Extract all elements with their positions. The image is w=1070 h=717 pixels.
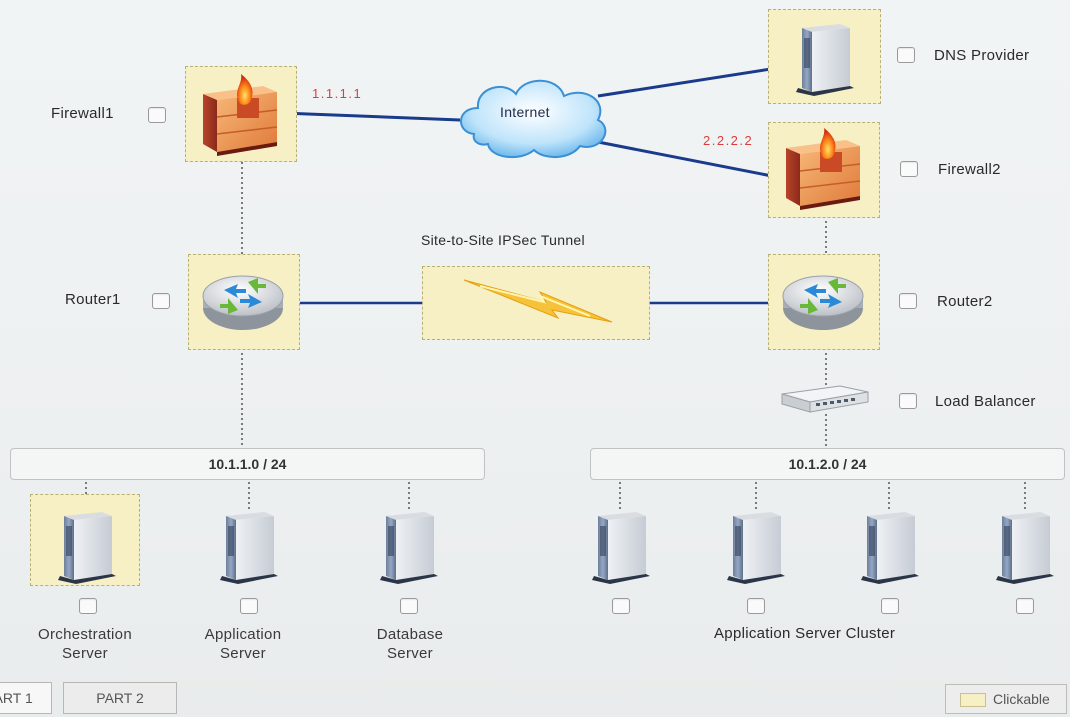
database-line1: Database (376, 626, 444, 643)
tunnel-label: Site-to-Site IPSec Tunnel (421, 232, 585, 248)
wire-firewall1-internet (281, 111, 461, 122)
firewall-icon (786, 128, 861, 210)
clickable-legend: Clickable (945, 684, 1067, 714)
orchestration-server-checkbox[interactable] (79, 598, 97, 614)
subnet-right-bar: 10.1.2.0 / 24 (590, 448, 1065, 480)
server-icon (592, 512, 650, 584)
application-line1: Application (204, 626, 282, 643)
cloud-icon (460, 79, 607, 159)
firewall2-checkbox[interactable] (900, 161, 918, 177)
load-balancer-checkbox[interactable] (899, 393, 917, 409)
router1-label: Router1 (65, 291, 121, 308)
dns-provider-checkbox[interactable] (897, 47, 915, 63)
server-icon (220, 512, 278, 584)
subnet-left-bar: 10.1.1.0 / 24 (10, 448, 485, 480)
application-line2: Server (220, 645, 266, 662)
clickable-swatch (960, 693, 986, 707)
orchestration-line2: Server (62, 645, 108, 662)
cluster-server4-checkbox[interactable] (1016, 598, 1034, 614)
firewall1-ip: 1.1.1.1 (312, 86, 363, 101)
application-server-checkbox[interactable] (240, 598, 258, 614)
tab-part2[interactable]: PART 2 (63, 682, 177, 714)
cluster-server3-checkbox[interactable] (881, 598, 899, 614)
wire-internet-firewall2 (597, 140, 783, 180)
cluster-server1-checkbox[interactable] (612, 598, 630, 614)
database-line2: Server (387, 645, 433, 662)
orchestration-line1: Orchestration (38, 626, 132, 643)
wire-internet-dns (597, 64, 791, 98)
firewall2-label: Firewall2 (938, 161, 1001, 178)
router1-checkbox[interactable] (152, 293, 170, 309)
server-icon (380, 512, 438, 584)
router-icon (202, 275, 284, 330)
server-icon (861, 512, 919, 584)
application-server-label: Application Server (170, 625, 316, 663)
clickable-legend-label: Clickable (993, 691, 1050, 707)
internet-label: Internet (500, 104, 550, 120)
database-server-label: Database Server (340, 625, 480, 663)
server-icon (58, 512, 116, 584)
router2-label: Router2 (937, 293, 993, 310)
server-icon (996, 512, 1054, 584)
cluster-label: Application Server Cluster (714, 625, 896, 642)
firewall1-checkbox[interactable] (148, 107, 166, 123)
server-icon (796, 24, 854, 96)
firewall1-label: Firewall1 (51, 105, 114, 122)
server-icon (727, 512, 785, 584)
cluster-server2-checkbox[interactable] (747, 598, 765, 614)
router-icon (782, 275, 864, 330)
router2-checkbox[interactable] (899, 293, 917, 309)
switch-icon (781, 385, 869, 413)
firewall2-ip: 2.2.2.2 (703, 133, 754, 148)
orchestration-server-label: Orchestration Server (10, 625, 160, 663)
load-balancer-label: Load Balancer (935, 393, 1036, 410)
tab-part1[interactable]: PART 1 (0, 682, 52, 714)
firewall-icon (203, 74, 278, 156)
lightning-icon (463, 279, 613, 323)
database-server-checkbox[interactable] (400, 598, 418, 614)
dns-provider-label: DNS Provider (934, 47, 1030, 64)
